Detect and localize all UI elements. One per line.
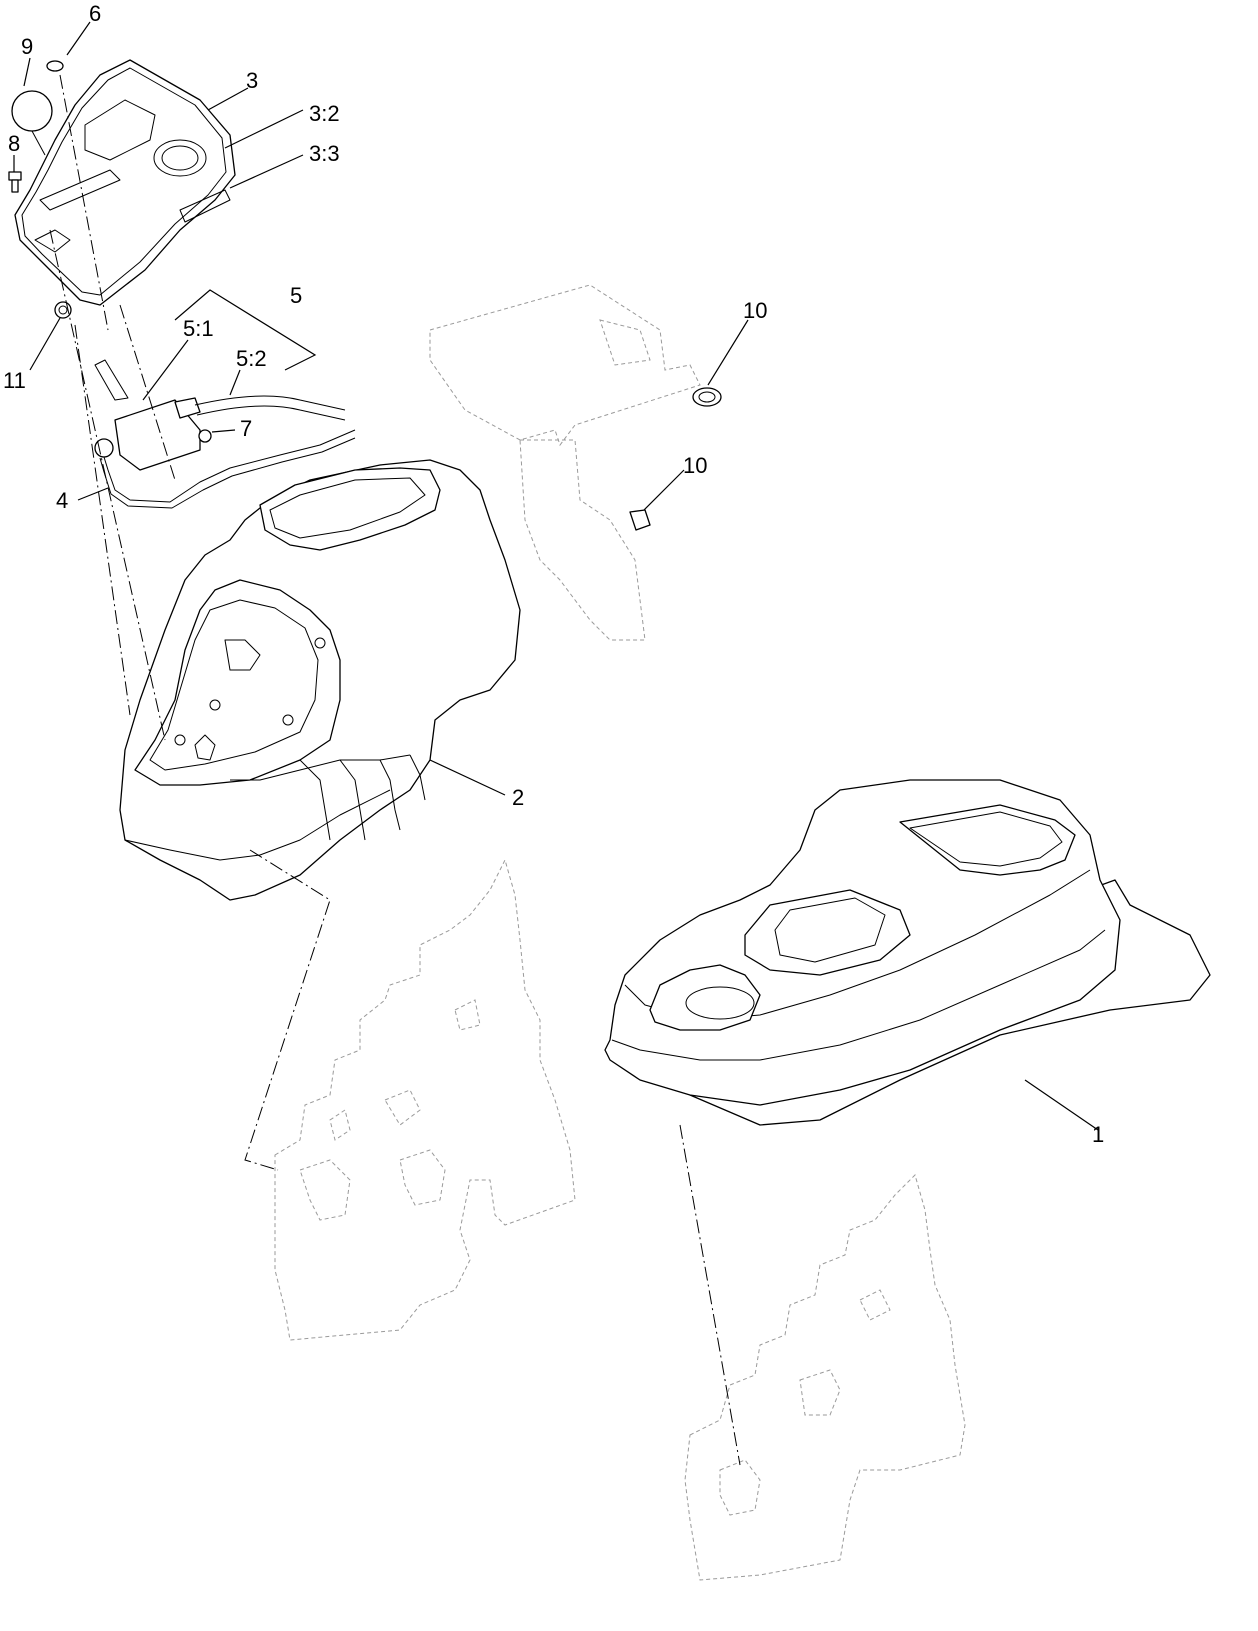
part-6-cap — [46, 60, 64, 72]
part-11-nut — [54, 301, 72, 319]
ghost-seat-bracket — [429, 284, 701, 641]
part-10-clip-lower — [629, 509, 651, 531]
callout-10-lower: 10 — [683, 453, 708, 478]
assembly-centre-lines — [49, 74, 741, 1466]
part-3-control-panel — [14, 59, 236, 306]
part-10-clip-upper — [692, 387, 722, 407]
callout-9: 9 — [21, 34, 34, 59]
callout-7: 7 — [240, 416, 253, 441]
part-4-cable — [94, 429, 356, 509]
part-1-right-console — [604, 779, 1211, 1126]
callout-6: 6 — [89, 1, 102, 26]
ghost-frame-right — [684, 1174, 966, 1581]
callout-1: 1 — [1092, 1122, 1105, 1147]
ghost-frame-left — [274, 858, 576, 1341]
callout-10-upper: 10 — [743, 298, 768, 323]
part-2-left-console — [119, 459, 521, 901]
part-5-switch-assembly — [94, 359, 346, 471]
callout-4: 4 — [56, 488, 69, 513]
callout-2: 2 — [512, 785, 525, 810]
console-mounting-holes — [174, 637, 326, 746]
callout-3-2: 3:2 — [309, 101, 340, 126]
callout-3-3: 3:3 — [309, 141, 340, 166]
callout-8: 8 — [8, 131, 21, 156]
part-8-bolt — [8, 171, 22, 193]
callout-3: 3 — [246, 68, 259, 93]
callout-5-2: 5:2 — [236, 346, 267, 371]
part-9-knob — [11, 90, 53, 156]
leader-lines — [13, 21, 1099, 1131]
callout-5-1: 5:1 — [183, 316, 214, 341]
callout-5: 5 — [290, 283, 303, 308]
callout-11: 11 — [3, 368, 26, 393]
